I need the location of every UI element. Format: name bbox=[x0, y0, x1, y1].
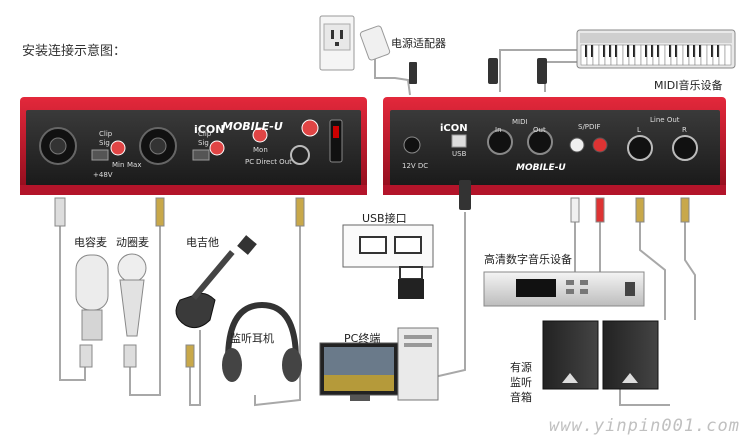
power-adapter-label: 电源适配器 bbox=[391, 37, 446, 50]
midi-keyboard-label: MIDI音乐设备 bbox=[654, 79, 723, 92]
headphones-icon bbox=[222, 301, 302, 382]
active-monitors-label: 有源 监听 音箱 bbox=[510, 361, 532, 404]
jack-plug-mic-icon bbox=[155, 197, 165, 227]
brand-front: iCON bbox=[194, 123, 225, 136]
white-key bbox=[718, 44, 726, 66]
clip-label-2: Clip bbox=[198, 130, 212, 138]
rca-plug-red-icon bbox=[595, 197, 605, 223]
dynamic-mic-cable bbox=[129, 225, 161, 396]
sig-label-2: Sig bbox=[198, 139, 209, 147]
midi-cable-1 bbox=[499, 49, 580, 92]
white-key bbox=[724, 44, 732, 66]
jack-plug-phones-icon bbox=[295, 197, 305, 227]
midi-in-label: In bbox=[495, 126, 502, 134]
jack-plug-l-icon bbox=[635, 197, 645, 223]
lineout-cable-1 bbox=[639, 222, 666, 320]
pc-label-text: PC终端 bbox=[344, 332, 381, 345]
rca-plug-white-icon bbox=[570, 197, 580, 223]
condenser-mic-icon bbox=[75, 254, 109, 368]
interface-back bbox=[383, 97, 726, 195]
line-out-l-label: L bbox=[637, 126, 641, 134]
usb-port-label: USB bbox=[452, 150, 467, 158]
model-back: MOBILE-U bbox=[516, 163, 566, 173]
midi-out-label: Out bbox=[533, 126, 546, 134]
wall-outlet bbox=[319, 15, 355, 71]
pc-label: PC bbox=[245, 158, 255, 166]
headphones-label: 监听耳机 bbox=[230, 332, 274, 345]
line-out-r-label: R bbox=[682, 126, 687, 134]
white-key bbox=[616, 44, 624, 66]
electric-guitar-icon bbox=[175, 235, 257, 368]
jack-plug-r-icon bbox=[680, 197, 690, 223]
interface-front bbox=[20, 97, 367, 195]
power-cable bbox=[374, 55, 411, 96]
guitar-cable bbox=[189, 330, 201, 406]
min-label: Min bbox=[112, 161, 125, 169]
dynamic-mic-label: 动圈麦 bbox=[116, 236, 149, 249]
watermark: www.yinpin001.com bbox=[549, 416, 740, 436]
mon-label: Mon bbox=[253, 146, 268, 154]
dynamic-mic-icon bbox=[117, 253, 147, 368]
pc-icon bbox=[319, 327, 439, 401]
white-key bbox=[634, 44, 642, 66]
direct-out-label: Direct Out bbox=[256, 158, 292, 166]
brand-back: iCON bbox=[440, 123, 468, 134]
electric-guitar-label: 电吉他 bbox=[186, 236, 219, 249]
white-key bbox=[700, 44, 708, 66]
usb-port-box bbox=[342, 224, 434, 299]
white-key bbox=[658, 44, 666, 66]
usb-plug-icon bbox=[459, 180, 471, 210]
phantom-label: +48V bbox=[93, 171, 113, 179]
white-key bbox=[676, 44, 684, 66]
power-adapter-icon bbox=[359, 25, 417, 84]
usb-port-box-label: USB接口 bbox=[362, 212, 407, 225]
sig-label-1: Sig bbox=[99, 139, 110, 147]
line-out-label: Line Out bbox=[650, 116, 680, 124]
headphone-cable bbox=[254, 225, 301, 407]
page-title: 安装连接示意图： bbox=[22, 44, 127, 59]
lineout-cable-2 bbox=[684, 222, 696, 320]
model-front: MOBILE-U bbox=[222, 120, 283, 133]
white-key bbox=[592, 44, 600, 66]
max-label: Max bbox=[127, 161, 142, 169]
condenser-mic-cable bbox=[59, 225, 86, 381]
hd-audio-device-icon bbox=[483, 271, 645, 307]
monitor-speakers-icon bbox=[542, 320, 659, 390]
midi-keyboard-icon bbox=[488, 29, 736, 84]
hd-audio-device-label: 高清数字音乐设备 bbox=[484, 253, 572, 266]
spdif-label: S/PDIF bbox=[578, 123, 601, 131]
clip-label-1: Clip bbox=[99, 130, 113, 138]
condenser-mic-label: 电容麦 bbox=[74, 236, 107, 249]
monitor-link-cable bbox=[619, 385, 670, 406]
xlr-plug-icon bbox=[54, 197, 66, 227]
usb-cable bbox=[429, 212, 466, 379]
dc-label: 12V DC bbox=[402, 162, 429, 170]
midi-label: MIDI bbox=[512, 118, 528, 126]
